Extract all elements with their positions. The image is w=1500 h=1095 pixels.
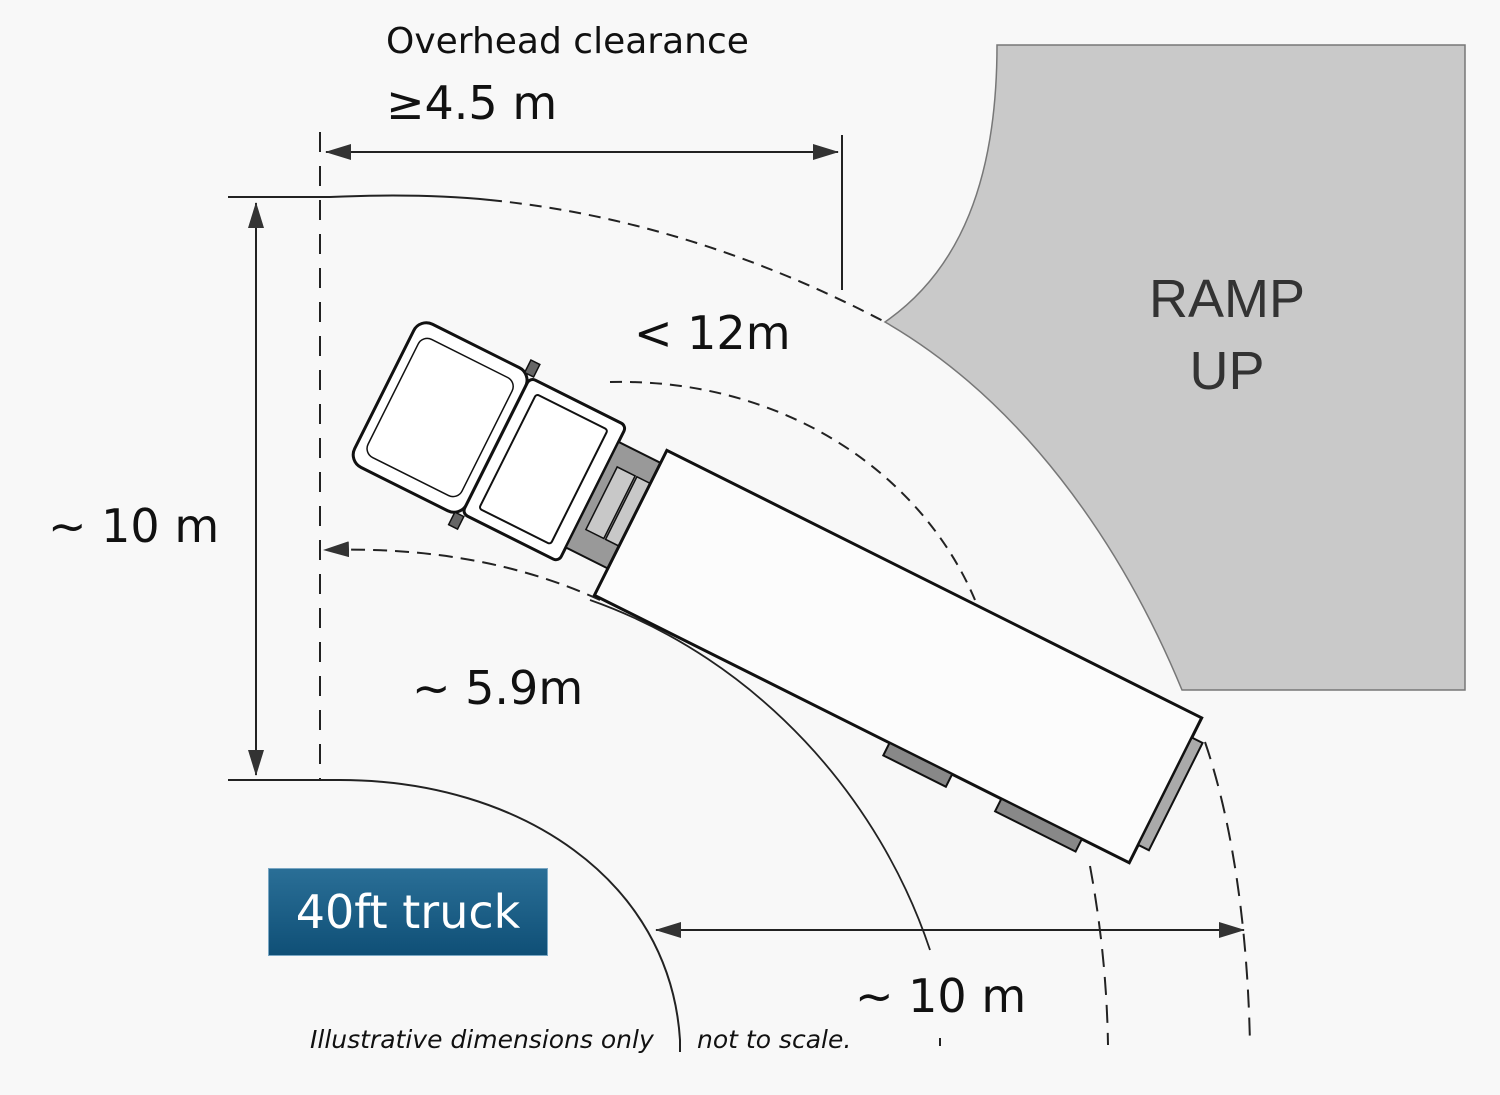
mirror-right	[447, 511, 465, 531]
truck	[351, 321, 1204, 865]
truck-type-badge: 40ft truck	[268, 868, 548, 956]
rear-dashed-arc-1	[1204, 741, 1251, 1046]
trailer-wheel-2	[993, 797, 1084, 853]
overhead-clearance-title: Overhead clearance	[386, 21, 749, 62]
note-left: Illustrative dimensions only	[310, 1025, 654, 1054]
top-curb-dashed	[489, 199, 886, 323]
cab-windshield	[366, 337, 514, 498]
left-width-label: ~ 10 m	[48, 499, 220, 553]
note-right: not to scale.	[697, 1025, 852, 1054]
mirror-left	[523, 359, 541, 379]
sleeper-roof	[479, 394, 608, 545]
inner-turn-path	[323, 541, 601, 601]
trailer-wheel-1	[881, 741, 954, 789]
top-curb	[228, 194, 491, 201]
ramp-label-line2: UP	[1189, 341, 1265, 401]
rear-dashed-arc-2	[1089, 865, 1109, 1046]
turn-radius-label: < 12m	[628, 308, 797, 358]
bottom-curb	[228, 779, 681, 1041]
bottom-width-label: ~ 10 m	[855, 969, 1027, 1023]
trailer-rear-bumper	[1136, 736, 1204, 852]
inner-radius-label: ~ 5.9m	[412, 661, 584, 715]
ramp-area	[883, 44, 1466, 691]
outer-swept-dashed	[609, 380, 976, 601]
inner-swept-arc	[589, 599, 931, 951]
ramp-label-line1: RAMP	[1148, 269, 1305, 329]
coupler-plate-left	[584, 465, 637, 540]
overhead-clearance-value: ≥4.5 m	[386, 76, 558, 130]
